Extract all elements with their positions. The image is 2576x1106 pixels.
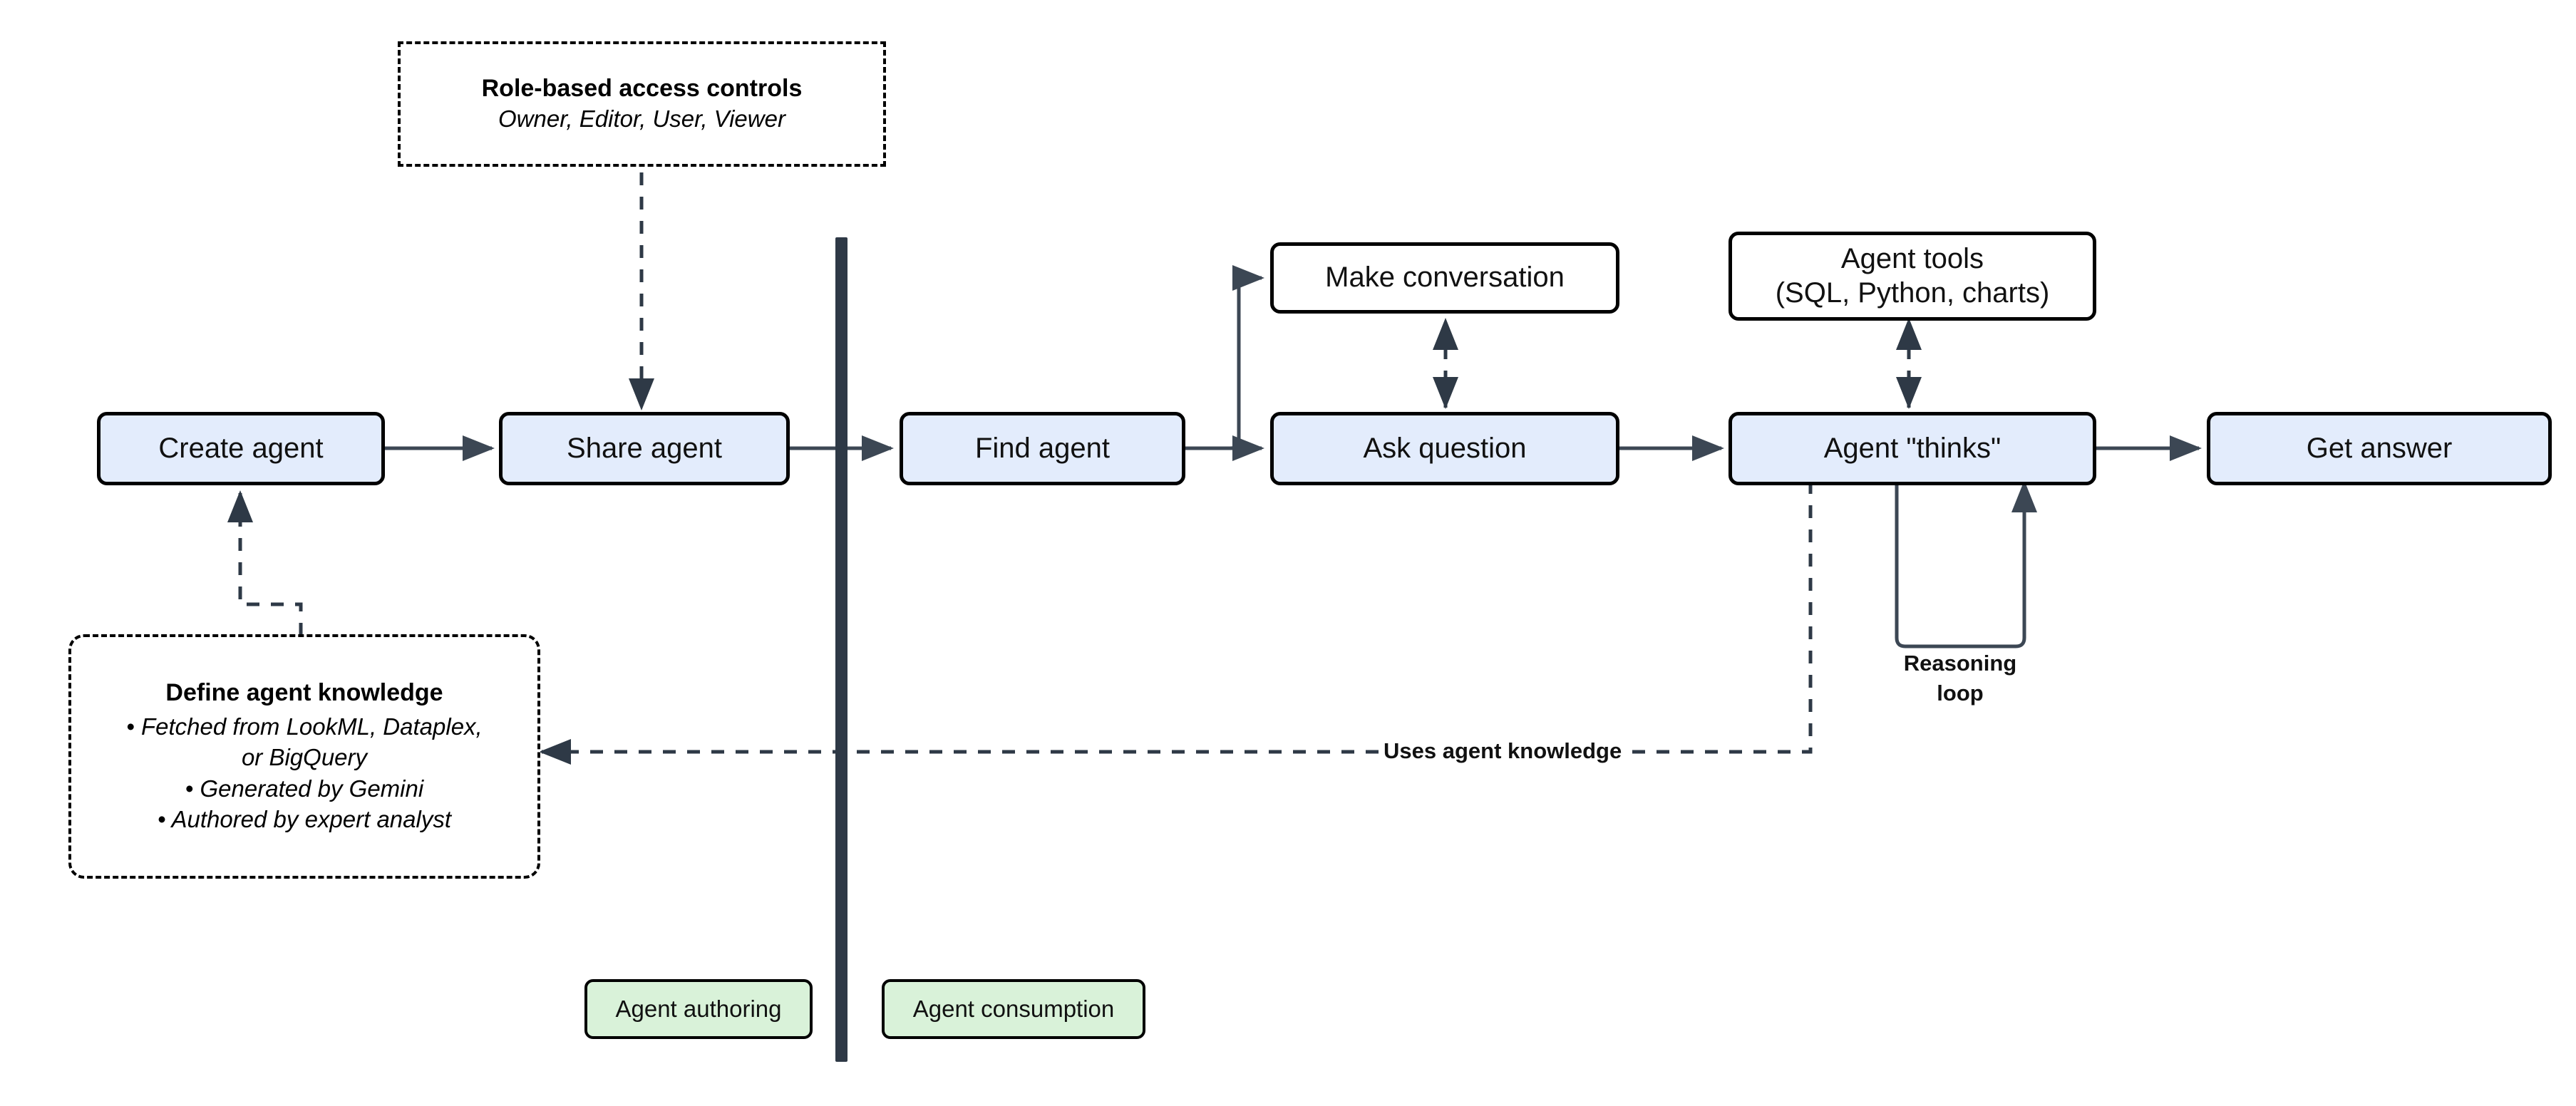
node-make-conversation[interactable]: Make conversation (1270, 242, 1619, 314)
label-reasoning-loop: Reasoning loop (1903, 651, 2017, 706)
node-ask-question[interactable]: Ask question (1270, 412, 1619, 485)
knowledge-item-0: • Fetched from LookML, Dataplex, or BigQ… (126, 713, 483, 771)
note-role-based-access-controls: Role-based access controls Owner, Editor… (398, 41, 886, 167)
section-divider (835, 237, 847, 1062)
knowledge-title: Define agent knowledge (165, 679, 443, 707)
knowledge-item-2: • Authored by expert analyst (157, 806, 452, 833)
rbac-title: Role-based access controls (481, 75, 803, 103)
dashed-uses-agent-knowledge (538, 481, 1813, 765)
node-get-answer[interactable]: Get answer (2207, 412, 2552, 485)
arrow-reasoning-loop (1895, 480, 2037, 648)
note-define-agent-knowledge: Define agent knowledge • Fetched from Lo… (68, 634, 540, 879)
node-agent-thinks[interactable]: Agent "thinks" (1729, 412, 2096, 485)
legend-agent-authoring[interactable]: Agent authoring (584, 979, 813, 1039)
node-create-agent[interactable]: Create agent (97, 412, 385, 485)
knowledge-items: • Fetched from LookML, Dataplex, or BigQ… (126, 711, 482, 835)
dashed-knowledge-to-create (227, 490, 303, 636)
legend-agent-consumption[interactable]: Agent consumption (882, 979, 1145, 1039)
node-find-agent[interactable]: Find agent (900, 412, 1185, 485)
node-agent-tools[interactable]: Agent tools (SQL, Python, charts) (1729, 232, 2096, 321)
label-uses-agent-knowledge: Uses agent knowledge (1379, 738, 1627, 764)
rbac-subtitle: Owner, Editor, User, Viewer (498, 105, 785, 132)
arrow-find-to-make-conversation (1212, 265, 1265, 450)
node-share-agent[interactable]: Share agent (499, 412, 790, 485)
knowledge-item-1: • Generated by Gemini (185, 775, 424, 802)
